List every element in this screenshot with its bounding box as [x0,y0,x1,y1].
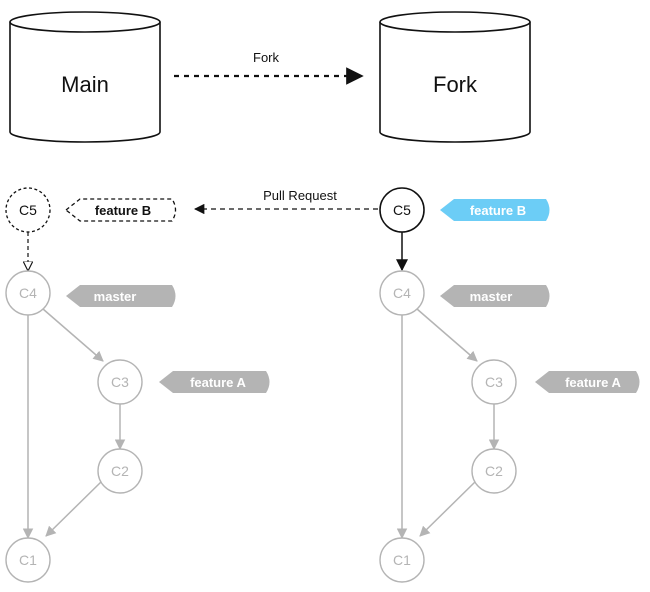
fork-edge-label: Fork [253,50,280,65]
main-commit-c2: C2 [97,448,143,494]
main-tag-feature-b-label: feature B [95,203,151,218]
fork-commit-c4-label: C4 [393,285,411,301]
pull-request-edge-label: Pull Request [263,188,337,203]
main-tag-master-label: master [94,289,137,304]
fork-commit-c2: C2 [471,448,517,494]
fork-commit-c5: C5 [379,187,425,233]
fork-commit-c4: C4 [379,270,425,316]
main-commit-c4: C4 [5,270,51,316]
fork-tag-master-label: master [470,289,513,304]
fork-commit-c1: C1 [379,537,425,583]
main-edge-c2-c1 [45,480,103,537]
main-repo-label: Main [61,72,109,97]
main-commit-c3: C3 [97,359,143,405]
fork-tag-master: master [440,285,550,307]
pull-request-edge: Pull Request [193,188,378,215]
main-tag-feature-b: feature B [64,198,177,222]
main-commit-c4-label: C4 [19,285,37,301]
fork-edge-c2-c1 [419,480,477,537]
main-commit-c3-label: C3 [111,374,129,390]
main-commit-c5: C5 [5,187,51,233]
fork-commit-graph: C5 C4 C3 C2 C1 feature B master f [379,187,640,583]
fork-tag-feature-b-label: feature B [470,203,526,218]
main-repo-cylinder: Main [9,11,161,143]
main-commit-c1-label: C1 [19,552,37,568]
fork-edge: Fork [174,50,364,85]
fork-commit-c3: C3 [471,359,517,405]
fork-commit-c2-label: C2 [485,463,503,479]
main-tag-master: master [66,285,176,307]
fork-commit-c5-label: C5 [393,202,411,218]
fork-repo-cylinder: Fork [379,11,531,143]
main-edge-c4-c3 [42,308,104,362]
main-tag-feature-a-label: feature A [190,375,246,390]
main-tag-feature-a: feature A [159,371,270,393]
main-commit-c1: C1 [5,537,51,583]
fork-commit-c1-label: C1 [393,552,411,568]
fork-tag-feature-a-label: feature A [565,375,621,390]
fork-tag-feature-b: feature B [440,199,550,221]
main-commit-c2-label: C2 [111,463,129,479]
fork-tag-feature-a: feature A [535,371,640,393]
main-commit-graph: C5 C4 C3 C2 C1 feature B master f [5,187,270,583]
main-commit-c5-label: C5 [19,202,37,218]
fork-edge-c4-c3 [416,308,478,362]
fork-repo-label: Fork [433,72,478,97]
fork-commit-c3-label: C3 [485,374,503,390]
